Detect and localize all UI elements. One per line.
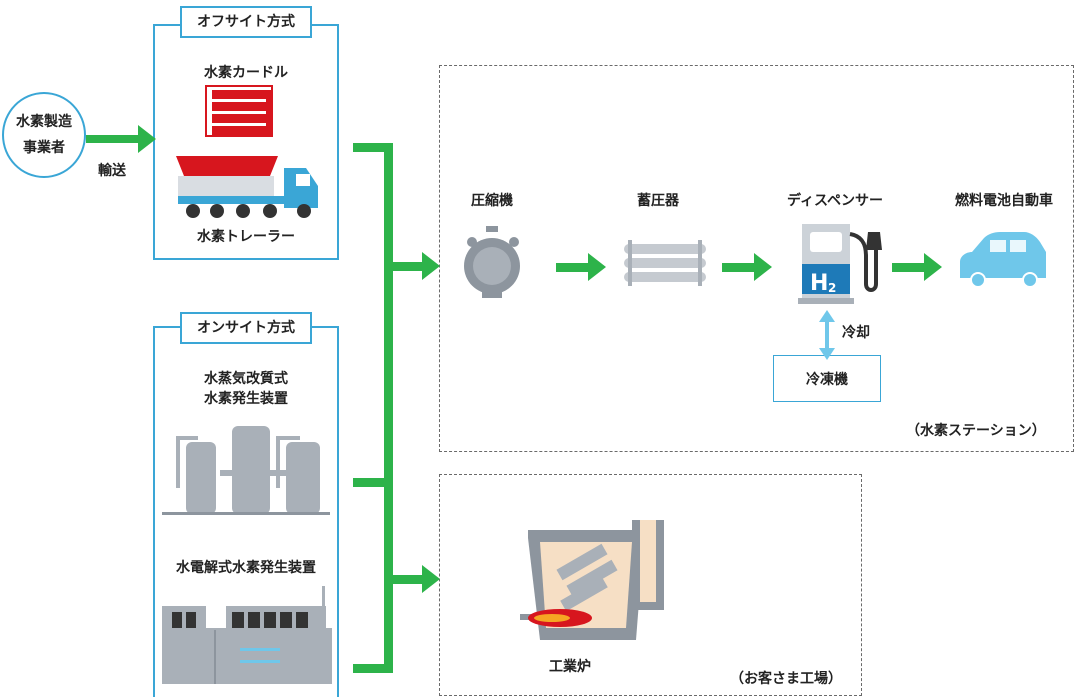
accumulator-label: 蓄圧器 [637,193,679,209]
furnace-label: 工業炉 [549,659,591,675]
electrolysis-label: 水電解式水素発生装置 [176,560,316,576]
station-area-label: （水素ステーション） [906,423,1046,439]
fuel-cell-vehicle-icon [960,232,1046,288]
onsite-title: オンサイト方式 [180,312,312,344]
factory-area-label: （お客さま工場） [730,671,842,687]
station-arrows [556,253,942,281]
steam-reformer-icon [162,426,330,515]
compressor-icon [464,226,520,298]
h2-symbol: H [810,271,828,296]
trailer-label: 水素トレーラー [197,229,295,245]
steam-reformer-label-1: 水蒸気改質式 [204,371,288,387]
producer-label-line2: 事業者 [23,140,65,156]
electrolysis-unit-icon [162,586,332,684]
industrial-furnace-icon [520,520,664,640]
cooling-label: 冷却 [842,325,870,341]
hydrogen-curdle-icon [205,85,273,137]
chiller-label: 冷凍機 [806,371,848,388]
offsite-title: オフサイト方式 [180,6,312,38]
accumulator-icon [624,240,706,286]
curdle-label: 水素カードル [204,65,288,81]
customer-factory-area [439,474,862,696]
hydrogen-station-area [439,65,1074,452]
cooling-double-arrow [819,310,835,360]
producer-label-line1: 水素製造 [16,114,72,130]
fcv-label: 燃料電池自動車 [955,193,1053,209]
transport-label: 輸送 [98,163,126,179]
dispenser-label: ディスペンサー [786,193,884,209]
compressor-label: 圧縮機 [471,193,513,209]
dispenser-icon: H 2 [798,224,882,304]
hydrogen-producer-node: 水素製造 事業者 [2,92,86,178]
offsite-box [153,24,339,260]
green-connector-lines [353,143,440,673]
arrow-producer-to-offsite [86,125,156,153]
steam-reformer-label-2: 水素発生装置 [204,391,288,407]
chiller-box: 冷凍機 [773,355,881,402]
hydrogen-trailer-icon [176,156,318,218]
h2-subscript: 2 [828,281,836,295]
